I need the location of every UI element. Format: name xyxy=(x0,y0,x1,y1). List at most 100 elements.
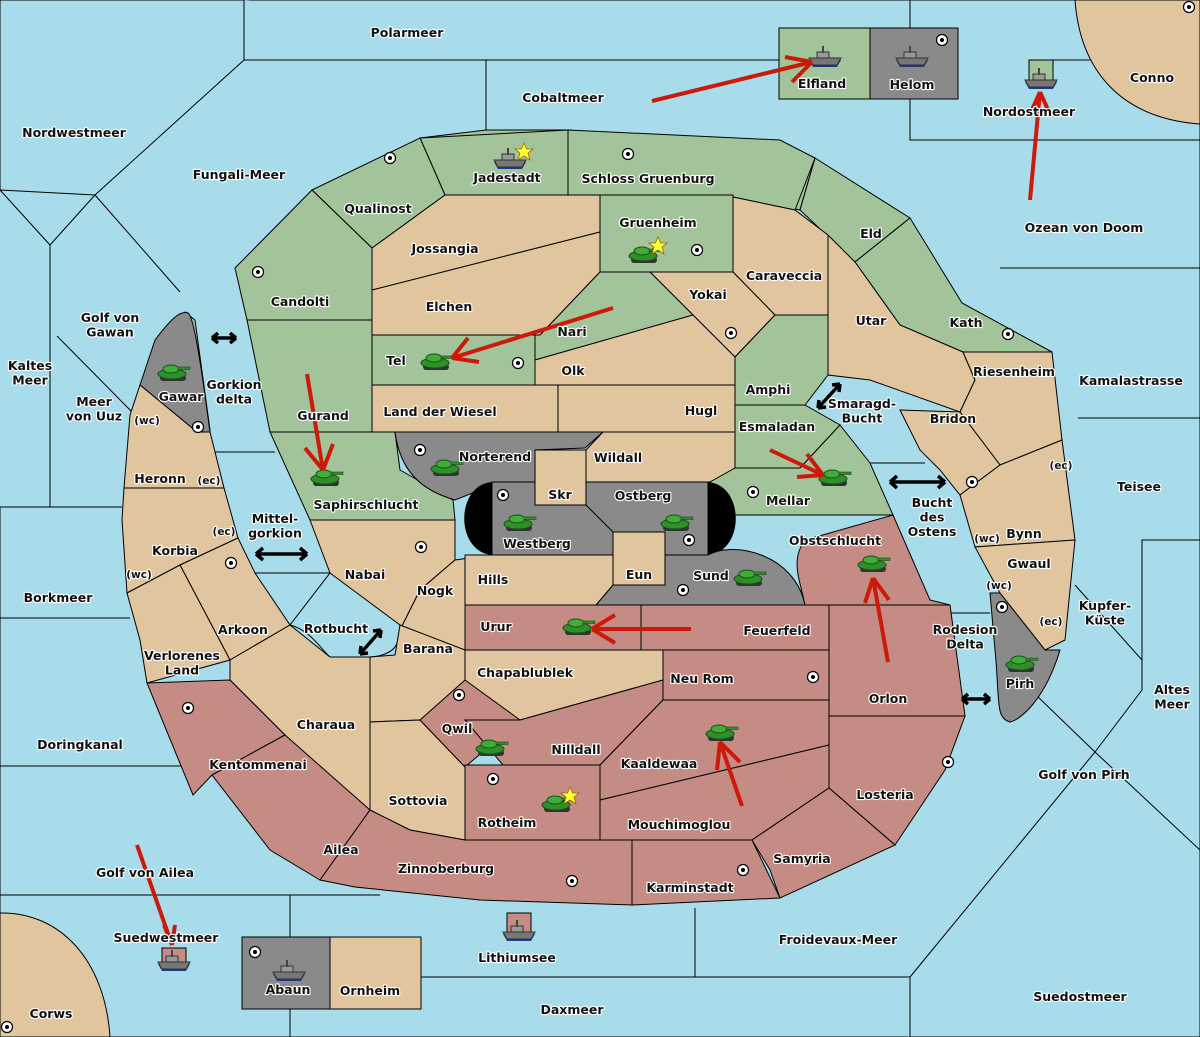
label-ostberg: Ostberg xyxy=(615,488,672,503)
label-golf-ailea: Golf von Ailea xyxy=(96,865,194,880)
label-arkoon: Arkoon xyxy=(218,622,268,637)
province-jadestadt[interactable] xyxy=(419,129,569,196)
move-order-arrow xyxy=(1028,91,1051,201)
label-hills: Hills xyxy=(478,572,509,587)
province-samyria[interactable] xyxy=(751,787,896,899)
label-kaaldewaa: Kaaldewaa xyxy=(621,756,698,771)
supply-center-icon xyxy=(251,265,265,279)
label-charaua: Charaua xyxy=(297,717,355,732)
label-norterend: Norterend xyxy=(459,449,531,464)
label-abaun: Abaun xyxy=(266,982,311,997)
supply-center-icon xyxy=(995,600,1009,614)
label-teisee: Teisee xyxy=(1117,479,1161,494)
coast-label: (ec) xyxy=(1050,460,1073,472)
label-westberg: Westberg xyxy=(503,536,571,551)
label-yokai: Yokai xyxy=(688,287,727,302)
label-nordwestmeer: Nordwestmeer xyxy=(22,125,127,140)
supply-center-icon xyxy=(0,1020,14,1034)
label-elchen: Elchen xyxy=(426,299,473,314)
label-ailea: Ailea xyxy=(323,842,358,857)
move-order-arrow xyxy=(863,576,891,663)
label-skr: Skr xyxy=(548,487,572,502)
province-neu-rom[interactable] xyxy=(662,649,830,701)
label-pirh: Pirh xyxy=(1006,676,1035,691)
label-corws: Corws xyxy=(30,1006,73,1021)
label-feuerfeld: Feuerfeld xyxy=(743,623,810,638)
move-order-arrow xyxy=(651,55,814,103)
order-arrows xyxy=(135,55,1051,946)
label-rotbucht: Rotbucht xyxy=(304,621,368,636)
label-froidevaux: Froidevaux-Meer xyxy=(779,932,898,947)
label-kath: Kath xyxy=(950,315,983,330)
label-caraveccia: Caraveccia xyxy=(746,268,822,283)
supply-center-icon xyxy=(1182,0,1196,14)
label-gawar: Gawar xyxy=(159,389,205,404)
label-chapablublek: Chapablublek xyxy=(477,665,574,680)
label-tel: Tel xyxy=(386,353,406,368)
label-nogk: Nogk xyxy=(417,583,454,598)
label-eun: Eun xyxy=(626,567,652,582)
label-helom: Helom xyxy=(890,77,935,92)
adjacency-arrows xyxy=(210,331,992,706)
province-conno[interactable] xyxy=(1074,0,1200,125)
label-borkmeer: Borkmeer xyxy=(24,590,94,605)
supply-center-icon xyxy=(941,755,955,769)
double-arrow-icon xyxy=(358,628,383,656)
label-losteria: Losteria xyxy=(856,787,913,802)
label-daxmeer: Daxmeer xyxy=(540,1002,604,1017)
label-ozean: Ozean von Doom xyxy=(1025,220,1144,235)
label-qwil: Qwil xyxy=(442,721,473,736)
province-zinnoberburg[interactable] xyxy=(319,809,633,906)
label-bynn: Bynn xyxy=(1006,526,1041,541)
coast-label: (ec) xyxy=(213,526,236,538)
label-jadestadt: Jadestadt xyxy=(472,170,540,185)
label-elfland: Elfland xyxy=(798,76,846,91)
supply-center-icon xyxy=(965,475,979,489)
province-losteria[interactable] xyxy=(828,715,966,846)
label-gwaul: Gwaul xyxy=(1007,556,1050,571)
supply-center-icon xyxy=(452,688,466,702)
uuz-border xyxy=(56,335,136,416)
label-nordostmeer: Nordostmeer xyxy=(983,104,1076,119)
move-order-arrow xyxy=(769,448,825,479)
label-polarmeer: Polarmeer xyxy=(371,25,445,40)
label-gurand: Gurand xyxy=(297,408,349,423)
label-qualinost: Qualinost xyxy=(344,201,411,216)
label-kupfer: Kupfer-Küste xyxy=(1079,598,1132,627)
province-eun[interactable] xyxy=(612,531,666,586)
province-bynn[interactable] xyxy=(959,439,1076,548)
province-gwaul[interactable] xyxy=(974,539,1076,651)
label-neu-rom: Neu Rom xyxy=(670,671,733,686)
coast-label: (ec) xyxy=(198,475,221,487)
label-cobaltmeer: Cobaltmeer xyxy=(522,90,604,105)
label-conno: Conno xyxy=(1130,70,1175,85)
coast-label: (wc) xyxy=(134,415,160,427)
impassable-west xyxy=(464,482,492,555)
supply-center-icon xyxy=(511,356,525,370)
double-arrow-icon xyxy=(254,546,309,562)
supply-center-icon xyxy=(736,863,750,877)
province-ornheim[interactable] xyxy=(329,936,422,1010)
province-gruenheim[interactable] xyxy=(599,194,734,273)
province-elfland[interactable] xyxy=(778,27,871,100)
label-saphir: Saphirschlucht xyxy=(314,497,419,512)
coast-label: (wc) xyxy=(986,580,1012,592)
label-mellar: Mellar xyxy=(766,493,811,508)
province-verlorenes-land[interactable] xyxy=(126,564,231,684)
supply-center-icon xyxy=(1001,327,1015,341)
land-labels: Elfland Helom Conno Jadestadt Schloss Gr… xyxy=(28,69,1175,1022)
label-jossangia: Jossangia xyxy=(410,241,478,256)
supply-center-icon xyxy=(676,583,690,597)
double-arrow-icon xyxy=(816,382,842,410)
supply-center-icon xyxy=(724,326,738,340)
label-candolti: Candolti xyxy=(271,294,330,309)
province-corws[interactable] xyxy=(0,912,111,1037)
